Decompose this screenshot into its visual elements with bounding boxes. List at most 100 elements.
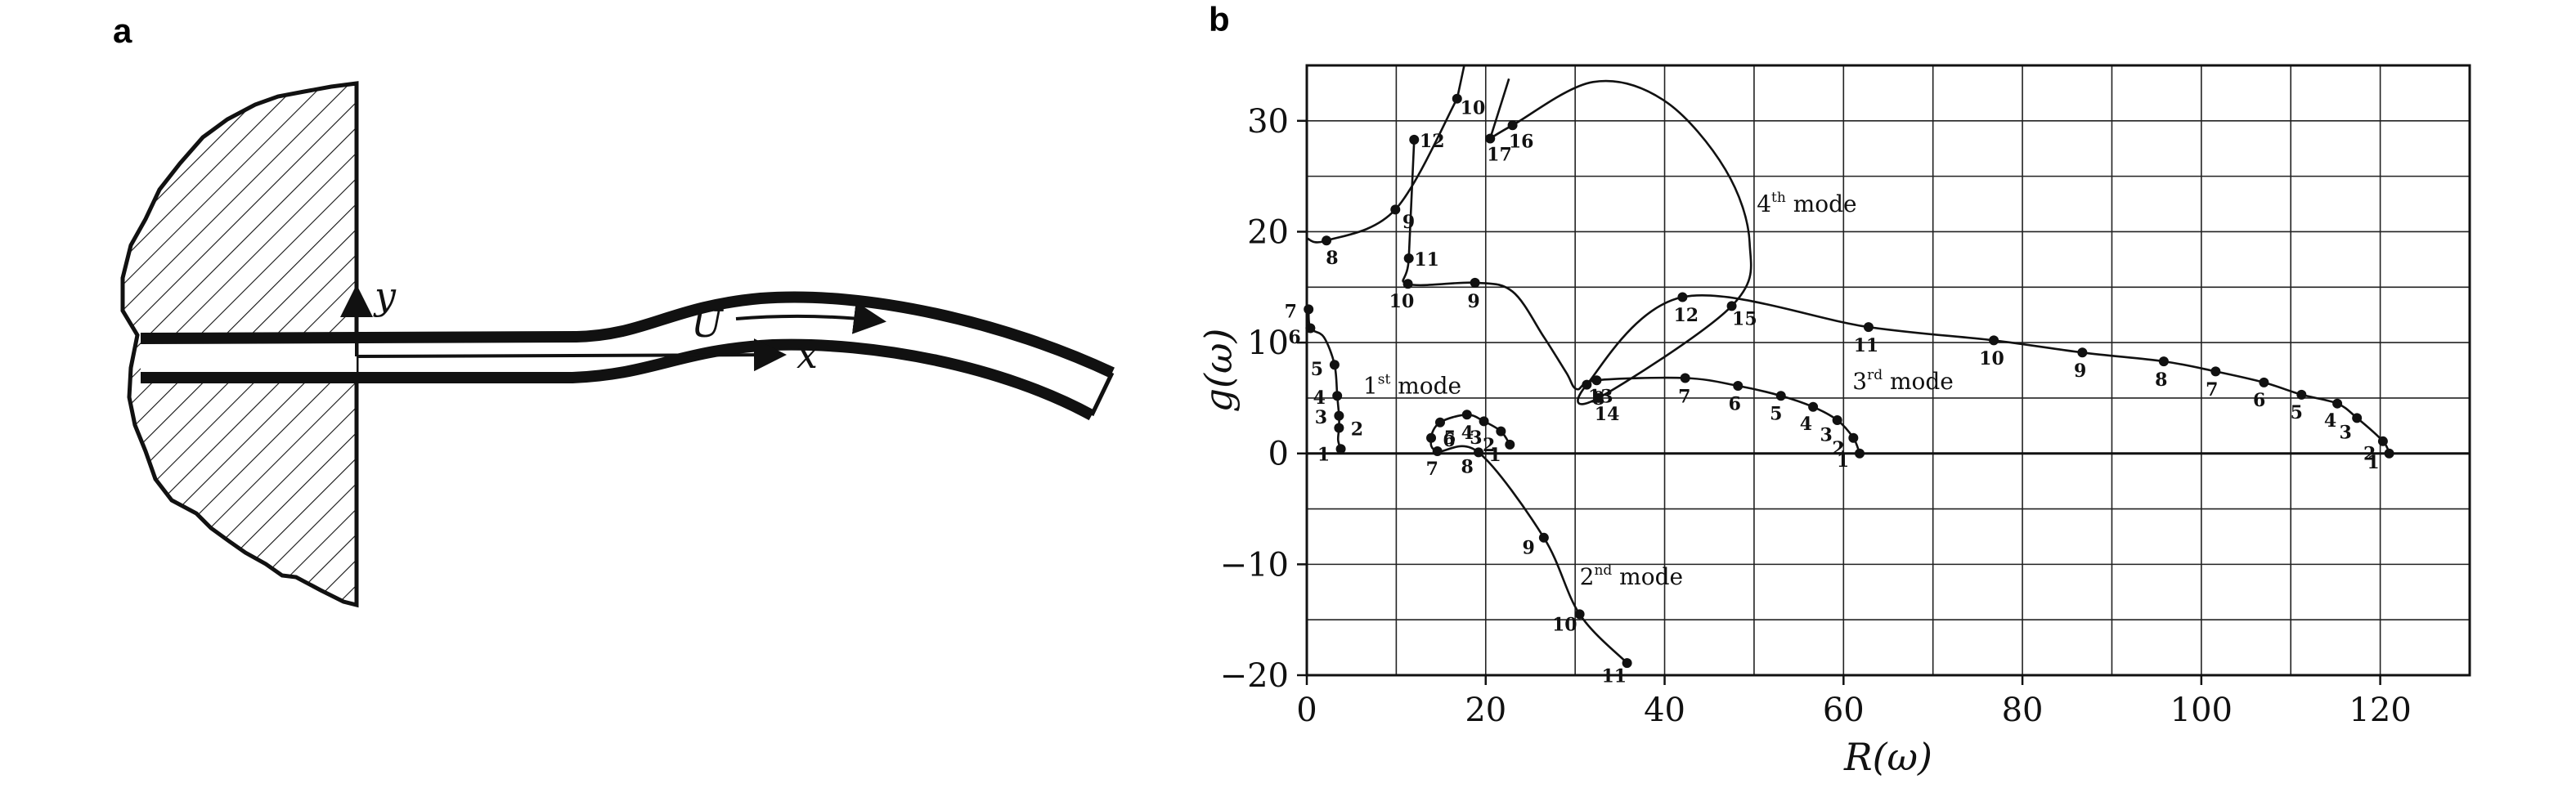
- point-label: 6: [1729, 394, 1741, 415]
- point-label: 3: [1470, 428, 1482, 449]
- x-label: x: [797, 333, 818, 377]
- flow-arrow: [735, 301, 886, 334]
- data-point: [2377, 436, 2388, 446]
- data-point: [1304, 304, 1314, 315]
- point-label: 8: [1461, 456, 1473, 477]
- point-label: 3: [2340, 422, 2352, 443]
- data-point: [2332, 398, 2343, 409]
- y-tick-label: 20: [1247, 213, 1289, 251]
- point-label: 9: [2074, 360, 2086, 382]
- x-tick-label: 100: [2170, 692, 2233, 729]
- point-label: 10: [1552, 615, 1577, 636]
- data-point: [1332, 391, 1343, 401]
- point-label: 15: [1732, 309, 1757, 330]
- point-label: 4: [1461, 423, 1474, 444]
- point-label: 12: [1420, 131, 1445, 152]
- data-point: [1334, 410, 1344, 421]
- y-tick-label: 10: [1247, 325, 1289, 362]
- point-label: 8: [1326, 248, 1338, 269]
- point-label: 7: [1285, 301, 1297, 322]
- data-point: [1677, 292, 1688, 302]
- data-point: [1409, 134, 1420, 145]
- data-point: [1335, 444, 1346, 454]
- data-point: [1479, 416, 1489, 427]
- point-label: 12: [1674, 305, 1699, 326]
- point-label: 17: [1487, 144, 1512, 165]
- pipe-end: [1089, 371, 1115, 417]
- data-point: [1403, 253, 1414, 264]
- point-label: 10: [1461, 97, 1486, 119]
- x-tick-label: 0: [1296, 692, 1317, 729]
- point-label: 3: [1820, 424, 1833, 445]
- point-label: 9: [1402, 212, 1415, 233]
- mode-label: 2nd mode: [1580, 562, 1683, 590]
- data-point: [1505, 439, 1515, 450]
- data-point: [1474, 447, 1484, 458]
- point-label: 7: [1678, 386, 1690, 407]
- x-axis-arrow: [356, 338, 787, 372]
- series-lines: [1306, 65, 2390, 665]
- data-point: [1854, 448, 1865, 459]
- point-label: 4: [1800, 414, 1812, 435]
- point-label: 4: [1313, 387, 1326, 409]
- data-point: [1390, 204, 1401, 215]
- data-point: [1832, 415, 1842, 426]
- mode-label: 1st mode: [1363, 371, 1461, 399]
- point-label: 5: [1443, 428, 1456, 449]
- data-point: [1538, 532, 1549, 543]
- y-axis-title: g(ω): [1196, 329, 1241, 413]
- data-point: [2259, 377, 2269, 387]
- x-tick-label: 120: [2349, 692, 2411, 729]
- data-point: [1863, 322, 1874, 333]
- data-point: [1848, 432, 1859, 443]
- mode-label: 4th mode: [1757, 190, 1856, 217]
- data-point: [1496, 426, 1506, 437]
- data-point: [1726, 301, 1737, 311]
- data-point: [1733, 380, 1744, 391]
- point-label: 11: [1414, 249, 1439, 271]
- data-point: [1432, 446, 1443, 457]
- point-label: 9: [1523, 537, 1535, 558]
- data-point: [1402, 279, 1413, 289]
- point-label: 5: [1311, 359, 1323, 380]
- point-label: 5: [2291, 402, 2303, 423]
- data-point: [1622, 658, 1632, 669]
- mode-label: 3rd mode: [1852, 367, 1954, 395]
- y-tick-label: 30: [1247, 103, 1289, 141]
- point-label: 1: [1317, 445, 1330, 466]
- x-axis-title: R(ω): [1843, 735, 1932, 779]
- data-point: [1334, 423, 1344, 433]
- point-label: 16: [1509, 132, 1534, 153]
- point-label: 10: [1389, 291, 1415, 312]
- point-label: 2: [1832, 438, 1844, 459]
- panel-b-letter: b: [1209, 0, 1230, 38]
- data-point: [1775, 391, 1786, 401]
- point-label: 11: [1602, 665, 1627, 687]
- point-label: 7: [1426, 459, 1438, 480]
- flow-label: U: [691, 302, 725, 346]
- y-tick-label: −20: [1220, 657, 1289, 695]
- data-point: [1426, 432, 1437, 443]
- data-point: [1329, 360, 1340, 370]
- data-point: [2077, 347, 2088, 358]
- data-point: [1808, 401, 1819, 412]
- point-label: 2: [1483, 435, 1495, 456]
- point-label: 5: [1770, 403, 1782, 424]
- data-point: [1680, 373, 1690, 383]
- point-label: 9: [1467, 291, 1479, 312]
- data-point: [1434, 417, 1445, 428]
- plot-frame: [1305, 64, 2471, 677]
- data-point: [1582, 379, 1592, 390]
- point-label: 6: [2253, 390, 2265, 411]
- data-point: [2296, 389, 2307, 400]
- panel-a-letter: a: [113, 11, 132, 50]
- y-label: y: [373, 274, 397, 318]
- data-point: [1591, 375, 1602, 386]
- point-label: 11: [1854, 335, 1879, 356]
- point-label: 2: [2363, 444, 2376, 465]
- point-label: 1: [1837, 450, 1849, 472]
- point-label: 6: [1443, 430, 1455, 451]
